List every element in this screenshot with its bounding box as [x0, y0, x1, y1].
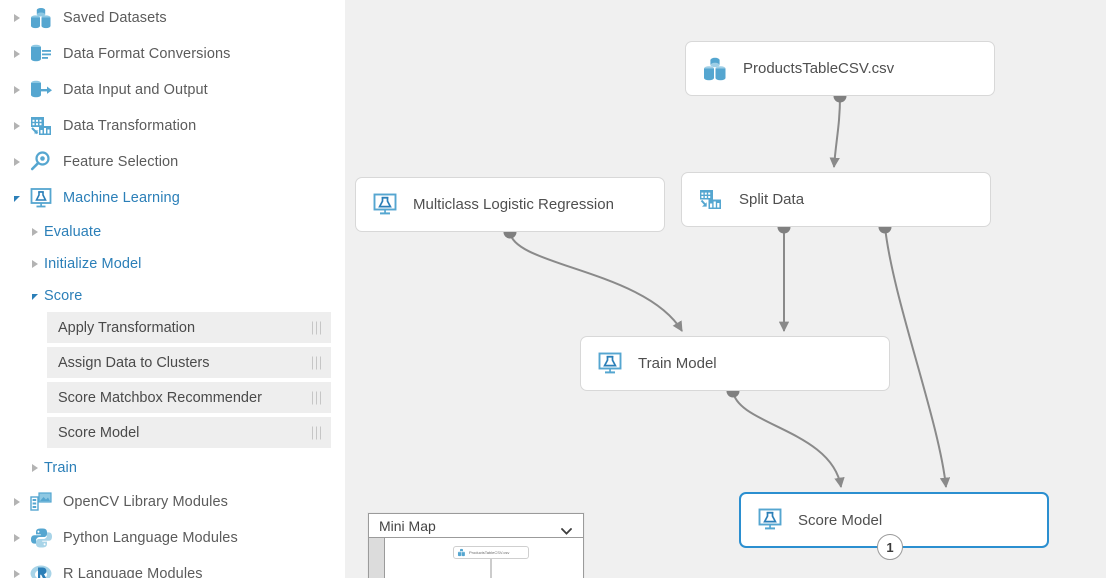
- palette-module-label: Apply Transformation: [58, 319, 196, 336]
- expand-collapse-arrow-icon[interactable]: [8, 180, 26, 216]
- palette-subgroup-initialize-model[interactable]: Initialize Model: [0, 248, 345, 280]
- canvas-node-label: Train Model: [638, 355, 717, 372]
- palette-subgroup-label: Initialize Model: [44, 256, 142, 272]
- palette-subgroup-train[interactable]: Train: [0, 452, 345, 484]
- feature-selection-icon: [26, 149, 56, 175]
- python-icon: [26, 525, 56, 551]
- palette-module-score-model[interactable]: Score Model: [47, 417, 331, 448]
- canvas-node-multiclass-logistic-regression[interactable]: Multiclass Logistic Regression: [355, 177, 665, 232]
- expand-collapse-arrow-icon[interactable]: [8, 556, 26, 578]
- canvas-node-label: Split Data: [739, 191, 805, 208]
- mini-map-header[interactable]: Mini Map: [369, 514, 583, 538]
- node-step-badge: 1: [877, 534, 903, 560]
- palette-subgroup-evaluate[interactable]: Evaluate: [0, 216, 345, 248]
- opencv-icon: [26, 489, 56, 515]
- palette-category-data-format-conversions[interactable]: Data Format Conversions: [0, 36, 345, 72]
- mini-map-body[interactable]: ProductsTableCSV.csv: [369, 538, 583, 578]
- expand-collapse-arrow-icon[interactable]: [8, 36, 26, 72]
- palette-category-label: Data Format Conversions: [63, 46, 231, 62]
- data-transformation-icon: [697, 187, 725, 213]
- saved-datasets-icon: [26, 5, 56, 31]
- edge-train-to-score: [732, 390, 845, 489]
- dataset-icon: [457, 548, 466, 557]
- dataset-icon: [701, 56, 729, 82]
- mini-map-panel[interactable]: Mini Map: [368, 513, 584, 578]
- palette-category-saved-datasets[interactable]: Saved Datasets: [0, 0, 345, 36]
- palette-subgroup-score[interactable]: Score: [0, 280, 345, 312]
- palette-category-label: Saved Datasets: [63, 10, 167, 26]
- palette-category-label: Feature Selection: [63, 154, 179, 170]
- palette-category-data-transformation[interactable]: Data Transformation: [0, 108, 345, 144]
- expand-collapse-arrow-icon[interactable]: [26, 450, 44, 486]
- canvas-node-products-table-csv[interactable]: ProductsTableCSV.csv: [685, 41, 995, 96]
- palette-module-apply-transformation[interactable]: Apply Transformation: [47, 312, 331, 343]
- palette-category-label: R Language Modules: [63, 566, 203, 578]
- palette-category-label: Python Language Modules: [63, 530, 238, 546]
- palette-module-label: Score Model: [58, 424, 140, 441]
- canvas-node-train-model[interactable]: Train Model: [580, 336, 890, 391]
- palette-category-data-input-and-output[interactable]: Data Input and Output: [0, 72, 345, 108]
- palette-subgroup-label: Train: [44, 460, 77, 476]
- drag-handle-icon[interactable]: [312, 356, 321, 369]
- palette-subgroup-label: Score: [44, 288, 83, 304]
- mini-map-gutter: [369, 538, 385, 578]
- edge-mlr-to-train: [509, 231, 683, 332]
- drag-handle-icon[interactable]: [312, 426, 321, 439]
- mini-map-title: Mini Map: [379, 517, 436, 534]
- module-icon: [371, 192, 399, 218]
- expand-collapse-arrow-icon[interactable]: [26, 214, 44, 250]
- palette-module-assign-data-to-clusters[interactable]: Assign Data to Clusters: [47, 347, 331, 378]
- expand-collapse-arrow-icon[interactable]: [8, 484, 26, 520]
- canvas-node-label: Multiclass Logistic Regression: [413, 196, 614, 213]
- data-format-conversions-icon: [26, 41, 56, 67]
- palette-module-label: Assign Data to Clusters: [58, 354, 210, 371]
- palette-module-label: Score Matchbox Recommender: [58, 389, 262, 406]
- expand-collapse-arrow-icon[interactable]: [26, 246, 44, 282]
- module-icon: [756, 507, 784, 533]
- drag-handle-icon[interactable]: [312, 321, 321, 334]
- data-transformation-icon: [26, 113, 56, 139]
- mini-map-node-label: ProductsTableCSV.csv: [469, 549, 510, 555]
- palette-category-machine-learning[interactable]: Machine Learning: [0, 180, 345, 216]
- canvas-node-label: ProductsTableCSV.csv: [743, 60, 895, 77]
- module-icon: [596, 351, 624, 377]
- data-input-output-icon: [26, 77, 56, 103]
- palette-category-label: Machine Learning: [63, 190, 180, 206]
- expand-collapse-arrow-icon[interactable]: [26, 278, 44, 314]
- chevron-down-icon[interactable]: [561, 522, 572, 535]
- palette-category-feature-selection[interactable]: Feature Selection: [0, 144, 345, 180]
- palette-category-label: Data Input and Output: [63, 82, 208, 98]
- canvas-node-label: Score Model: [798, 511, 883, 529]
- module-palette-sidebar: Saved Datasets Data Format Conversions: [0, 0, 345, 578]
- palette-module-score-matchbox-recommender[interactable]: Score Matchbox Recommender: [47, 382, 331, 413]
- palette-category-opencv-library-modules[interactable]: OpenCV Library Modules: [0, 484, 345, 520]
- palette-subgroup-label: Evaluate: [44, 224, 102, 240]
- experiment-canvas[interactable]: ProductsTableCSV.csv Multiclass Logistic…: [345, 0, 1106, 578]
- expand-collapse-arrow-icon[interactable]: [8, 108, 26, 144]
- drag-handle-icon[interactable]: [312, 391, 321, 404]
- mini-map-edges: [490, 559, 492, 578]
- mini-map-node: ProductsTableCSV.csv: [453, 546, 529, 559]
- expand-collapse-arrow-icon[interactable]: [8, 144, 26, 180]
- edge-split-to-score: [884, 226, 951, 489]
- edge-products-to-split: [829, 95, 841, 169]
- expand-collapse-arrow-icon[interactable]: [8, 520, 26, 556]
- palette-category-label: Data Transformation: [63, 118, 197, 134]
- r-language-icon: [26, 561, 56, 578]
- palette-category-r-language-modules[interactable]: R Language Modules: [0, 556, 345, 578]
- mini-map-viewport[interactable]: ProductsTableCSV.csv: [385, 538, 583, 578]
- palette-category-label: OpenCV Library Modules: [63, 494, 228, 510]
- expand-collapse-arrow-icon[interactable]: [8, 0, 26, 36]
- expand-collapse-arrow-icon[interactable]: [8, 72, 26, 108]
- machine-learning-icon: [26, 185, 56, 211]
- canvas-node-split-data[interactable]: Split Data: [681, 172, 991, 227]
- palette-category-python-language-modules[interactable]: Python Language Modules: [0, 520, 345, 556]
